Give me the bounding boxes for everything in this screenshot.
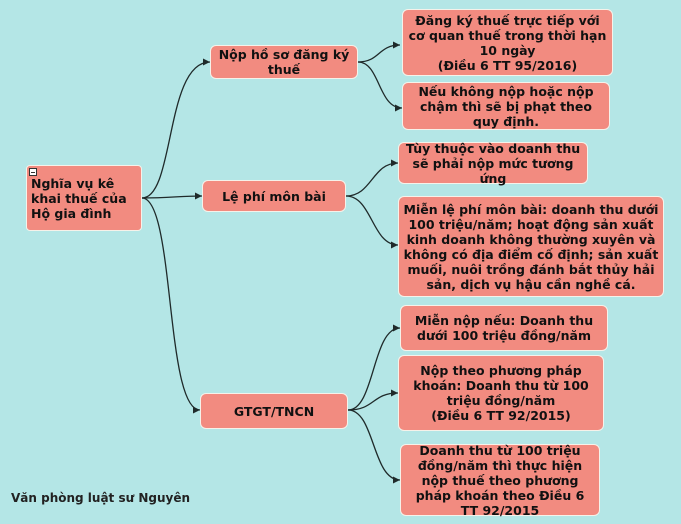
footer-caption: Văn phòng luật sư Nguyên: [11, 491, 191, 505]
leaf-label: Doanh thu từ 100 triệu đồng/năm thì thực…: [415, 442, 585, 518]
collapse-toggle-icon[interactable]: [29, 168, 37, 176]
leaf-label: Nộp theo phương pháp khoán: Doanh thu từ…: [413, 363, 589, 423]
leaf-node[interactable]: Doanh thu từ 100 triệu đồng/năm thì thực…: [400, 442, 600, 518]
leaf-label: Tùy thuộc vào doanh thu sẽ phải nộp mức …: [405, 140, 581, 186]
leaf-label: Đăng ký thuế trực tiếp với cơ quan thuế …: [408, 12, 607, 73]
branch-label: Nộp hồ sơ đăng ký thuế: [218, 47, 350, 77]
branch-node-registration[interactable]: Nộp hồ sơ đăng ký thuế: [210, 45, 358, 79]
branch-node-license-fee[interactable]: Lệ phí môn bài: [202, 180, 346, 212]
leaf-node[interactable]: Đăng ký thuế trực tiếp với cơ quan thuế …: [402, 9, 613, 76]
branch-node-vat-pit[interactable]: GTGT/TNCN: [200, 393, 348, 429]
leaf-node[interactable]: Miễn nộp nếu: Doanh thu dưới 100 triệu đ…: [400, 305, 608, 351]
root-node[interactable]: Nghĩa vụ kê khai thuế của Hộ gia đình: [26, 165, 142, 231]
leaf-node[interactable]: Tùy thuộc vào doanh thu sẽ phải nộp mức …: [398, 140, 588, 186]
leaf-label: Miễn nộp nếu: Doanh thu dưới 100 triệu đ…: [414, 313, 594, 343]
root-label: Nghĩa vụ kê khai thuế của Hộ gia đình: [31, 175, 127, 221]
branch-label: GTGT/TNCN: [233, 403, 315, 419]
leaf-label: Miễn lệ phí môn bài: doanh thu dưới 100 …: [403, 201, 659, 292]
branch-label: Lệ phí môn bài: [222, 188, 326, 204]
leaf-label: Nếu không nộp hoặc nộp chậm thì sẽ bị ph…: [418, 83, 594, 129]
leaf-node[interactable]: Miễn lệ phí môn bài: doanh thu dưới 100 …: [398, 196, 664, 297]
leaf-node[interactable]: Nếu không nộp hoặc nộp chậm thì sẽ bị ph…: [402, 82, 610, 130]
leaf-node[interactable]: Nộp theo phương pháp khoán: Doanh thu từ…: [398, 355, 604, 431]
